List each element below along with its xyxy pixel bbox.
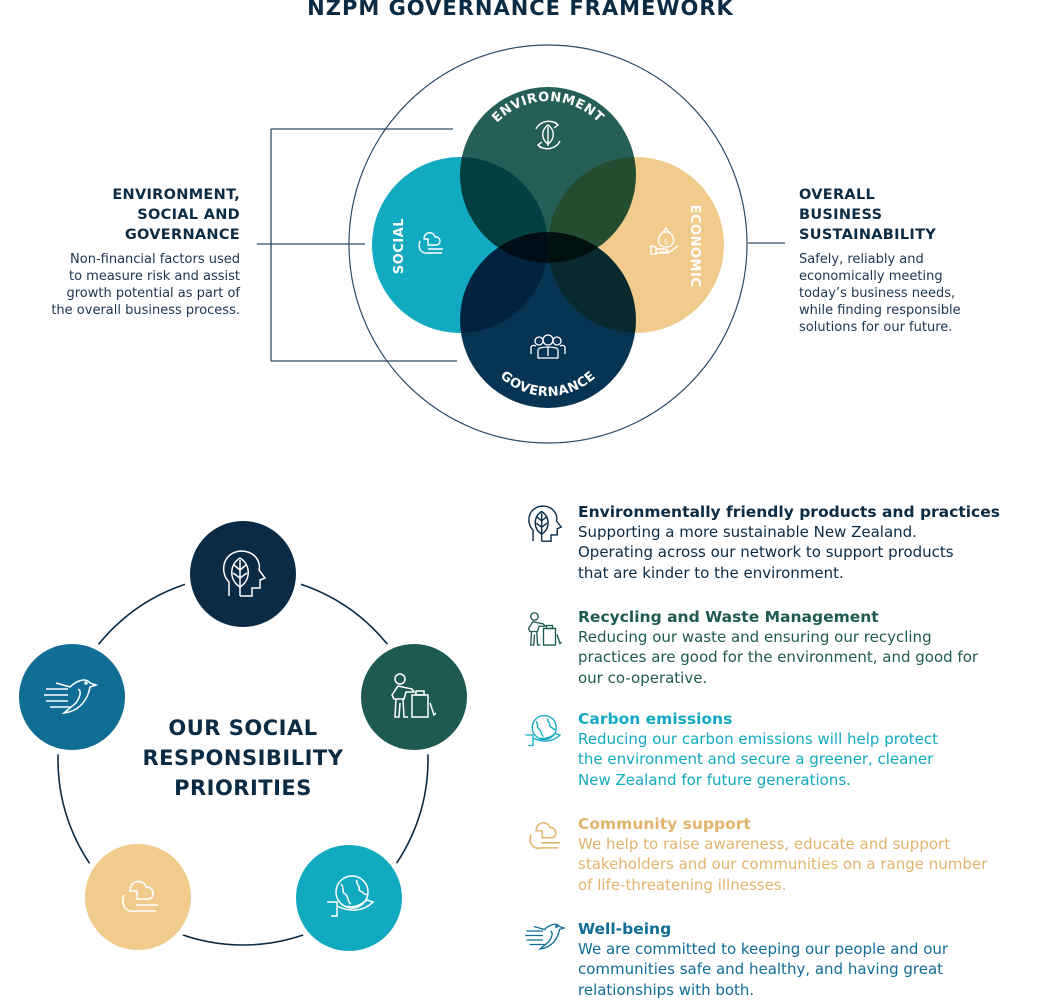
item-heading: Environmentally friendly products and pr… — [578, 503, 1000, 521]
esg-description: ENVIRONMENT, SOCIAL AND GOVERNANCE Non-f… — [20, 185, 240, 319]
helping-hand-list-icon — [529, 822, 561, 849]
item-body: We help to raise awareness, educate and … — [578, 835, 988, 894]
page-title: NZPM GOVERNANCE FRAMEWORK — [307, 0, 734, 20]
esg-heading: ENVIRONMENT, SOCIAL AND GOVERNANCE — [112, 187, 240, 243]
recycling-person-icon — [391, 673, 437, 718]
priorities-title: OUR SOCIAL RESPONSIBILITY PRIORITIES — [142, 716, 344, 800]
globe-circle — [296, 845, 402, 951]
head-leaf-icon — [222, 550, 267, 597]
item-heading: Recycling and Waste Management — [578, 608, 879, 626]
priority-circles — [13, 515, 473, 957]
recycling-circle — [361, 644, 467, 750]
community-circle — [85, 844, 191, 950]
people-group-icon — [530, 334, 566, 359]
money-bag-hand-icon: $ — [650, 226, 679, 255]
esg-body: Non-financial factors used to measure ri… — [51, 252, 240, 318]
sustainability-heading: OVERALL BUSINESS SUSTAINABILITY — [799, 187, 937, 243]
environment-circle — [460, 87, 636, 263]
item-heading: Community support — [578, 815, 751, 833]
leaf-recycle-icon — [535, 120, 561, 150]
item-body: We are committed to keeping our people a… — [578, 940, 949, 999]
governance-circle — [460, 232, 636, 408]
economic-label: ECONOMIC — [687, 205, 702, 288]
left-connector-lines — [257, 128, 457, 362]
sustainability-body: Safely, reliably and economically meetin… — [799, 252, 961, 335]
helping-hand-icon — [418, 232, 443, 254]
dove-circle — [19, 644, 125, 750]
dove-hand-icon — [44, 679, 99, 715]
recycling-person-list-icon — [527, 612, 562, 646]
globe-hand-icon — [327, 875, 375, 917]
item-body: Supporting a more sustainable New Zealan… — [578, 523, 954, 582]
helping-hand-icon — [122, 880, 158, 913]
item-heading: Well-being — [578, 920, 672, 938]
head-leaf-list-icon — [528, 505, 563, 542]
item-body: Reducing our waste and ensuring our recy… — [578, 628, 979, 687]
dove-hand-list-icon — [525, 923, 567, 950]
social-label: SOCIAL — [392, 218, 407, 274]
item-body: Reducing our carbon emissions will help … — [578, 730, 938, 789]
sustainability-description: OVERALL BUSINESS SUSTAINABILITY Safely, … — [799, 185, 1029, 336]
globe-hand-list-icon — [525, 714, 562, 747]
item-heading: Carbon emissions — [578, 710, 733, 728]
svg-text:$: $ — [664, 238, 668, 246]
